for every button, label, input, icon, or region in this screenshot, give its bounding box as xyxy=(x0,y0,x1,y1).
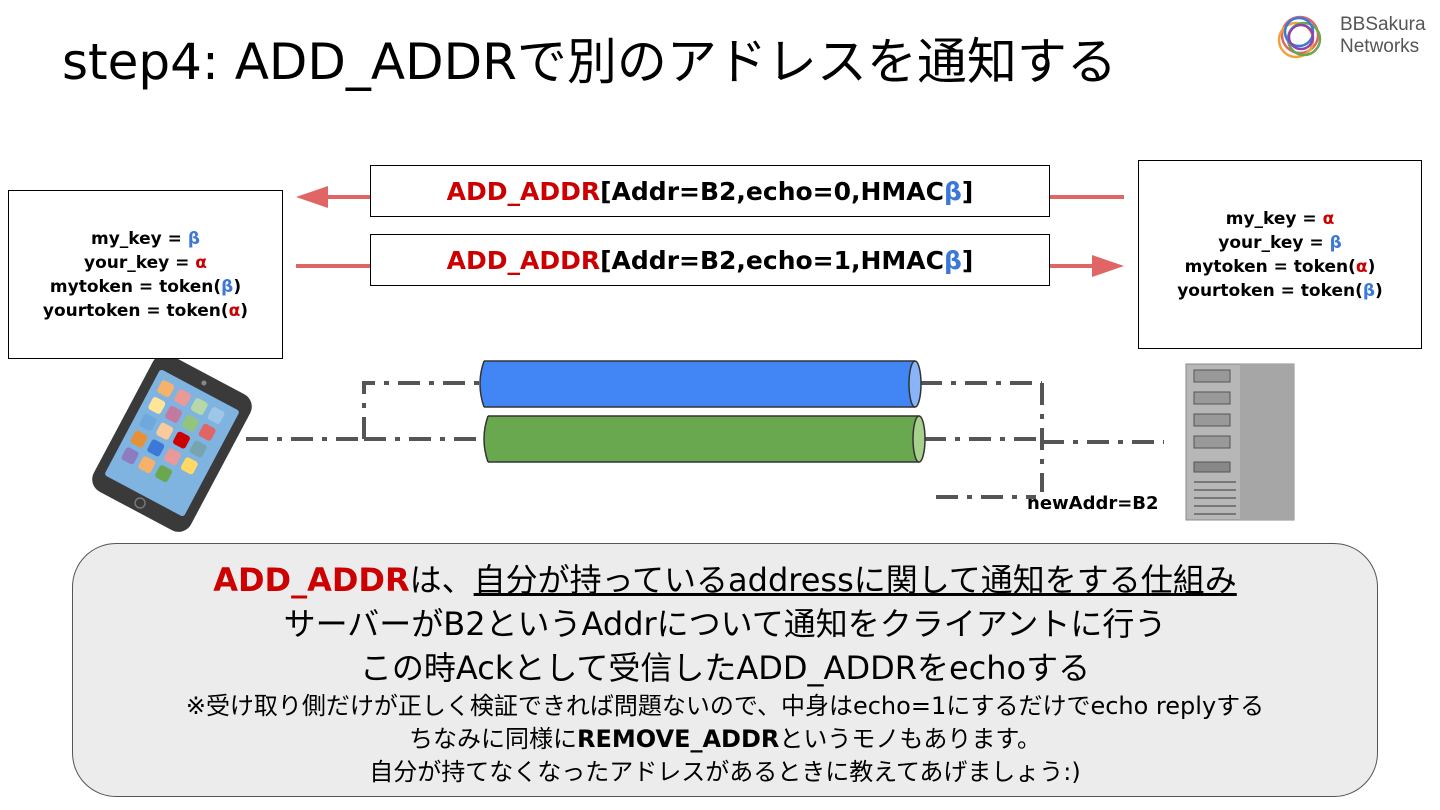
server-my-key: my_key = α xyxy=(1225,208,1335,229)
server-mytoken: mytoken = token(α) xyxy=(1184,256,1376,277)
server-your-key: your_key = β xyxy=(1218,232,1342,253)
client-your-key: your_key = α xyxy=(84,252,207,273)
note-line2: サーバーがB2というAddrについて通知をクライアントに行う xyxy=(283,605,1167,643)
note-line1: ADD_ADDRは、自分が持っているaddressに関して通知をする仕組み xyxy=(213,561,1237,599)
logo-line1: BBSakura xyxy=(1340,14,1426,35)
server-icon xyxy=(1185,363,1295,521)
client-mytoken: mytoken = token(β) xyxy=(49,276,242,297)
logo-line2: Networks xyxy=(1340,36,1420,57)
server-yourtoken: yourtoken = token(β) xyxy=(1177,280,1383,301)
logo-text: BBSakura Networks xyxy=(1340,14,1426,58)
slide-title: step4: ADD_ADDRで別のアドレスを通知する xyxy=(62,33,1117,91)
smartphone-icon xyxy=(92,354,252,532)
arrow-client-to-server xyxy=(296,255,1124,277)
new-addr-label: newAddr=B2 xyxy=(1027,493,1159,514)
subflow-paths xyxy=(246,381,1164,499)
note-line5: ちなみに同様にREMOVE_ADDRというモノもあります。 xyxy=(409,725,1041,753)
client-yourtoken: yourtoken = token(α) xyxy=(42,300,249,321)
note-line4: ※受け取り側だけが正しく検証できれば問題ないので、中身はecho=1にするだけで… xyxy=(185,692,1265,720)
note-line6: 自分が持てなくなったアドレスがあるときに教えてあげましょう:) xyxy=(369,758,1081,786)
client-key-box: my_key = β your_key = α mytoken = token(… xyxy=(8,190,283,359)
note-line3: この時Ackとして受信したADD_ADDRをechoする xyxy=(359,649,1091,687)
explanation-box: ADD_ADDRは、自分が持っているaddressに関して通知をする仕組み サー… xyxy=(72,543,1378,797)
client-my-key: my_key = β xyxy=(90,228,200,249)
subflow-pipe-green xyxy=(483,415,926,463)
server-key-box: my_key = α your_key = β mytoken = token(… xyxy=(1138,160,1422,349)
bbsakura-logo-icon xyxy=(1277,15,1322,59)
subflow-pipe-blue xyxy=(479,360,922,408)
arrow-server-to-client xyxy=(296,186,1124,208)
